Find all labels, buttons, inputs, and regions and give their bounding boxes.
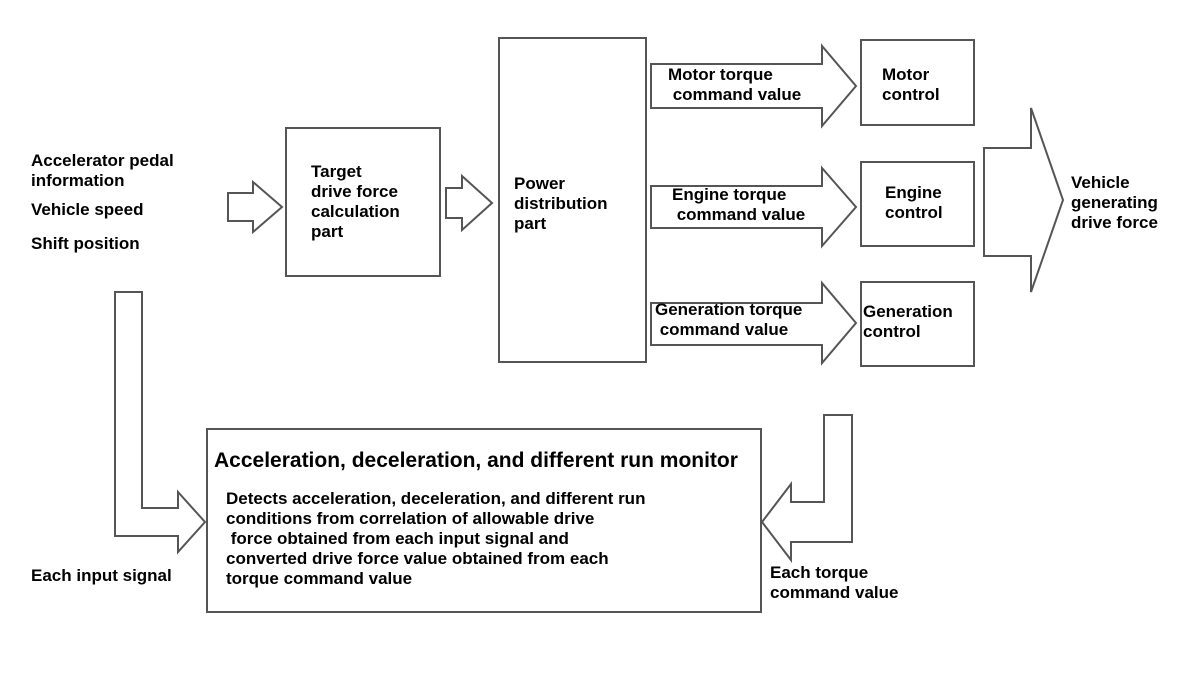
generation-torque-command-label: Generation torque command value: [655, 300, 803, 339]
generation-torque-arrow: [650, 280, 858, 366]
vehicle-speed-label: Vehicle speed: [31, 200, 144, 219]
target-to-power-arrow: [445, 173, 494, 233]
generation-control-block: [860, 281, 975, 367]
each-torque-command-label: Each torque command value: [770, 563, 899, 602]
shift-position-label: Shift position: [31, 234, 140, 253]
motor-control-block: [860, 39, 975, 126]
engine-torque-arrow: [650, 165, 858, 249]
accelerator-pedal-label: Accelerator pedal information: [31, 151, 174, 190]
monitor-description: Detects acceleration, deceleration, and …: [226, 489, 646, 588]
input-arrow: [227, 179, 284, 235]
monitor-block: [206, 428, 762, 613]
each-torque-feedback-arrow: [760, 414, 853, 563]
monitor-title: Acceleration, deceleration, and differen…: [214, 449, 738, 472]
engine-torque-command-label: Engine torque command value: [672, 185, 806, 224]
engine-control-label: Engine control: [885, 183, 943, 222]
vehicle-drive-force-label: Vehicle generating drive force: [1071, 173, 1158, 232]
engine-control-block: [860, 161, 975, 247]
target-drive-force-block: [285, 127, 441, 277]
target-drive-force-label: Target drive force calculation part: [311, 162, 400, 241]
motor-control-label: Motor control: [882, 65, 940, 104]
generation-control-label: Generation control: [863, 302, 953, 341]
motor-torque-command-label: Motor torque command value: [668, 65, 802, 104]
each-input-feedback-arrow: [114, 291, 207, 555]
motor-torque-arrow: [650, 43, 858, 129]
each-input-signal-label: Each input signal: [31, 566, 172, 585]
power-distribution-block: [498, 37, 647, 363]
power-distribution-label: Power distribution part: [514, 174, 608, 233]
output-arrow: [983, 107, 1065, 293]
